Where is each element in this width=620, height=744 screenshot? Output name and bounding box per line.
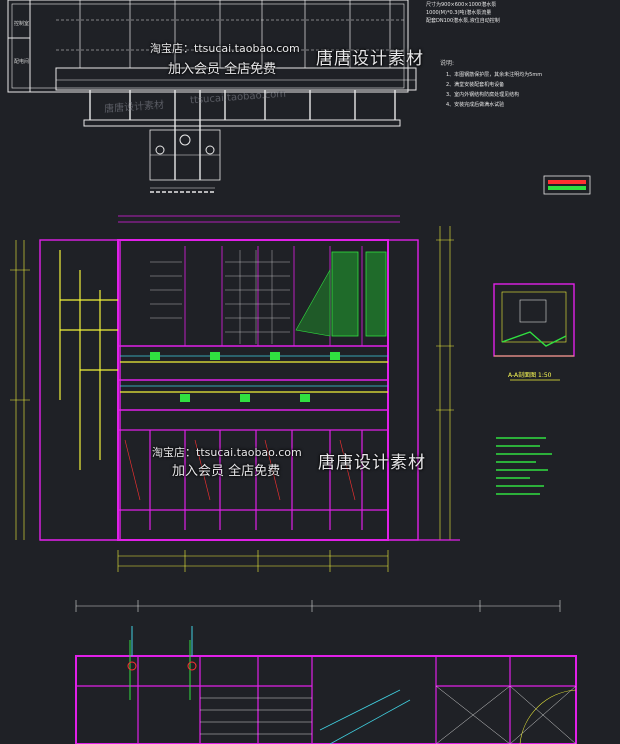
bottom-plan-view xyxy=(75,600,577,744)
section-caption: A-A剖面图 1:50 xyxy=(508,372,552,379)
watermark-join-label-lower: 加入会员 全店免费 xyxy=(172,464,281,479)
room-label-control: 控制室 xyxy=(14,21,30,27)
remark-4: 4、安装完成后做满水试验 xyxy=(446,102,505,108)
remark-3: 3、室内外钢结构防腐处理见结构 xyxy=(446,92,520,98)
watermark-brand: 唐唐设计素材 xyxy=(316,49,424,69)
watermark-join-label: 加入会员 全店免费 xyxy=(168,62,277,77)
spec-line-3: 配套DN100潜水泵,液位自动控制 xyxy=(426,18,500,24)
watermark-brand-lower: 唐唐设计素材 xyxy=(318,453,426,473)
remarks-title: 说明: xyxy=(440,60,455,67)
watermark-shop-label: 淘宝店：ttsucai.taobao.com xyxy=(150,42,300,55)
top-plan-view xyxy=(7,0,417,193)
remark-1: 1、本图钢筋保护层，其余未注明均为5mm xyxy=(446,72,543,78)
spec-line-1: 尺寸为900×600×1000潜水泵 xyxy=(426,2,497,8)
green-material-legend xyxy=(496,437,552,495)
legend-box xyxy=(543,175,591,195)
watermark-shop-label-lower: 淘宝店：ttsucai.taobao.com xyxy=(152,446,302,459)
middle-plan-view xyxy=(10,215,460,572)
room-label-power: 配电间 xyxy=(14,59,30,65)
remark-2: 2、满堂安装配套机电设备 xyxy=(446,82,505,88)
section-detail-a-a xyxy=(493,283,575,381)
spec-line-2: 1000(M)*0.3(吨)潜水泵流量 xyxy=(426,10,492,16)
